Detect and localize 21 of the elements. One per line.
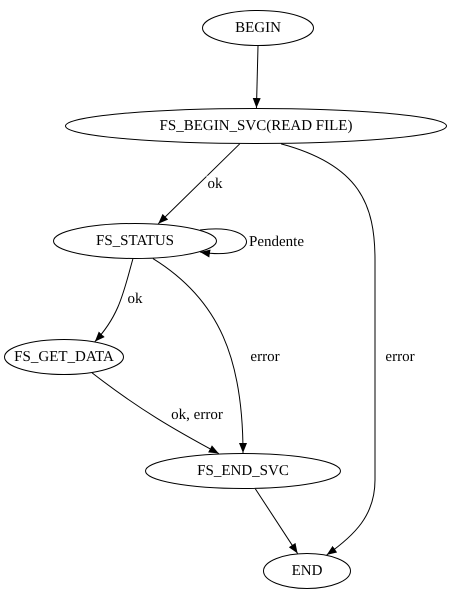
node-label: FS_END_SVC [197, 462, 289, 480]
arrow [94, 258, 134, 342]
arrow [252, 46, 261, 108]
arrow [158, 143, 240, 224]
edge-label: ok, error [170, 406, 224, 424]
node-label: FS_BEGIN_SVC(READ FILE) [160, 118, 352, 134]
ellipse-node [53, 223, 217, 259]
ellipse-node [65, 108, 447, 144]
node-label: FS_STATUS [96, 232, 174, 250]
ellipse-node [263, 553, 351, 589]
arrow [254, 488, 298, 554]
ellipse-node [4, 339, 124, 375]
arrow [92, 372, 220, 454]
arrow [280, 143, 376, 556]
node-label: BEGIN [235, 20, 281, 36]
node-label: FS_GET_DATA [14, 348, 114, 366]
ellipse-node [202, 10, 314, 46]
ellipse-node [145, 453, 341, 489]
node-label: END [292, 562, 322, 580]
arrow [200, 228, 248, 257]
arrow [152, 258, 247, 454]
